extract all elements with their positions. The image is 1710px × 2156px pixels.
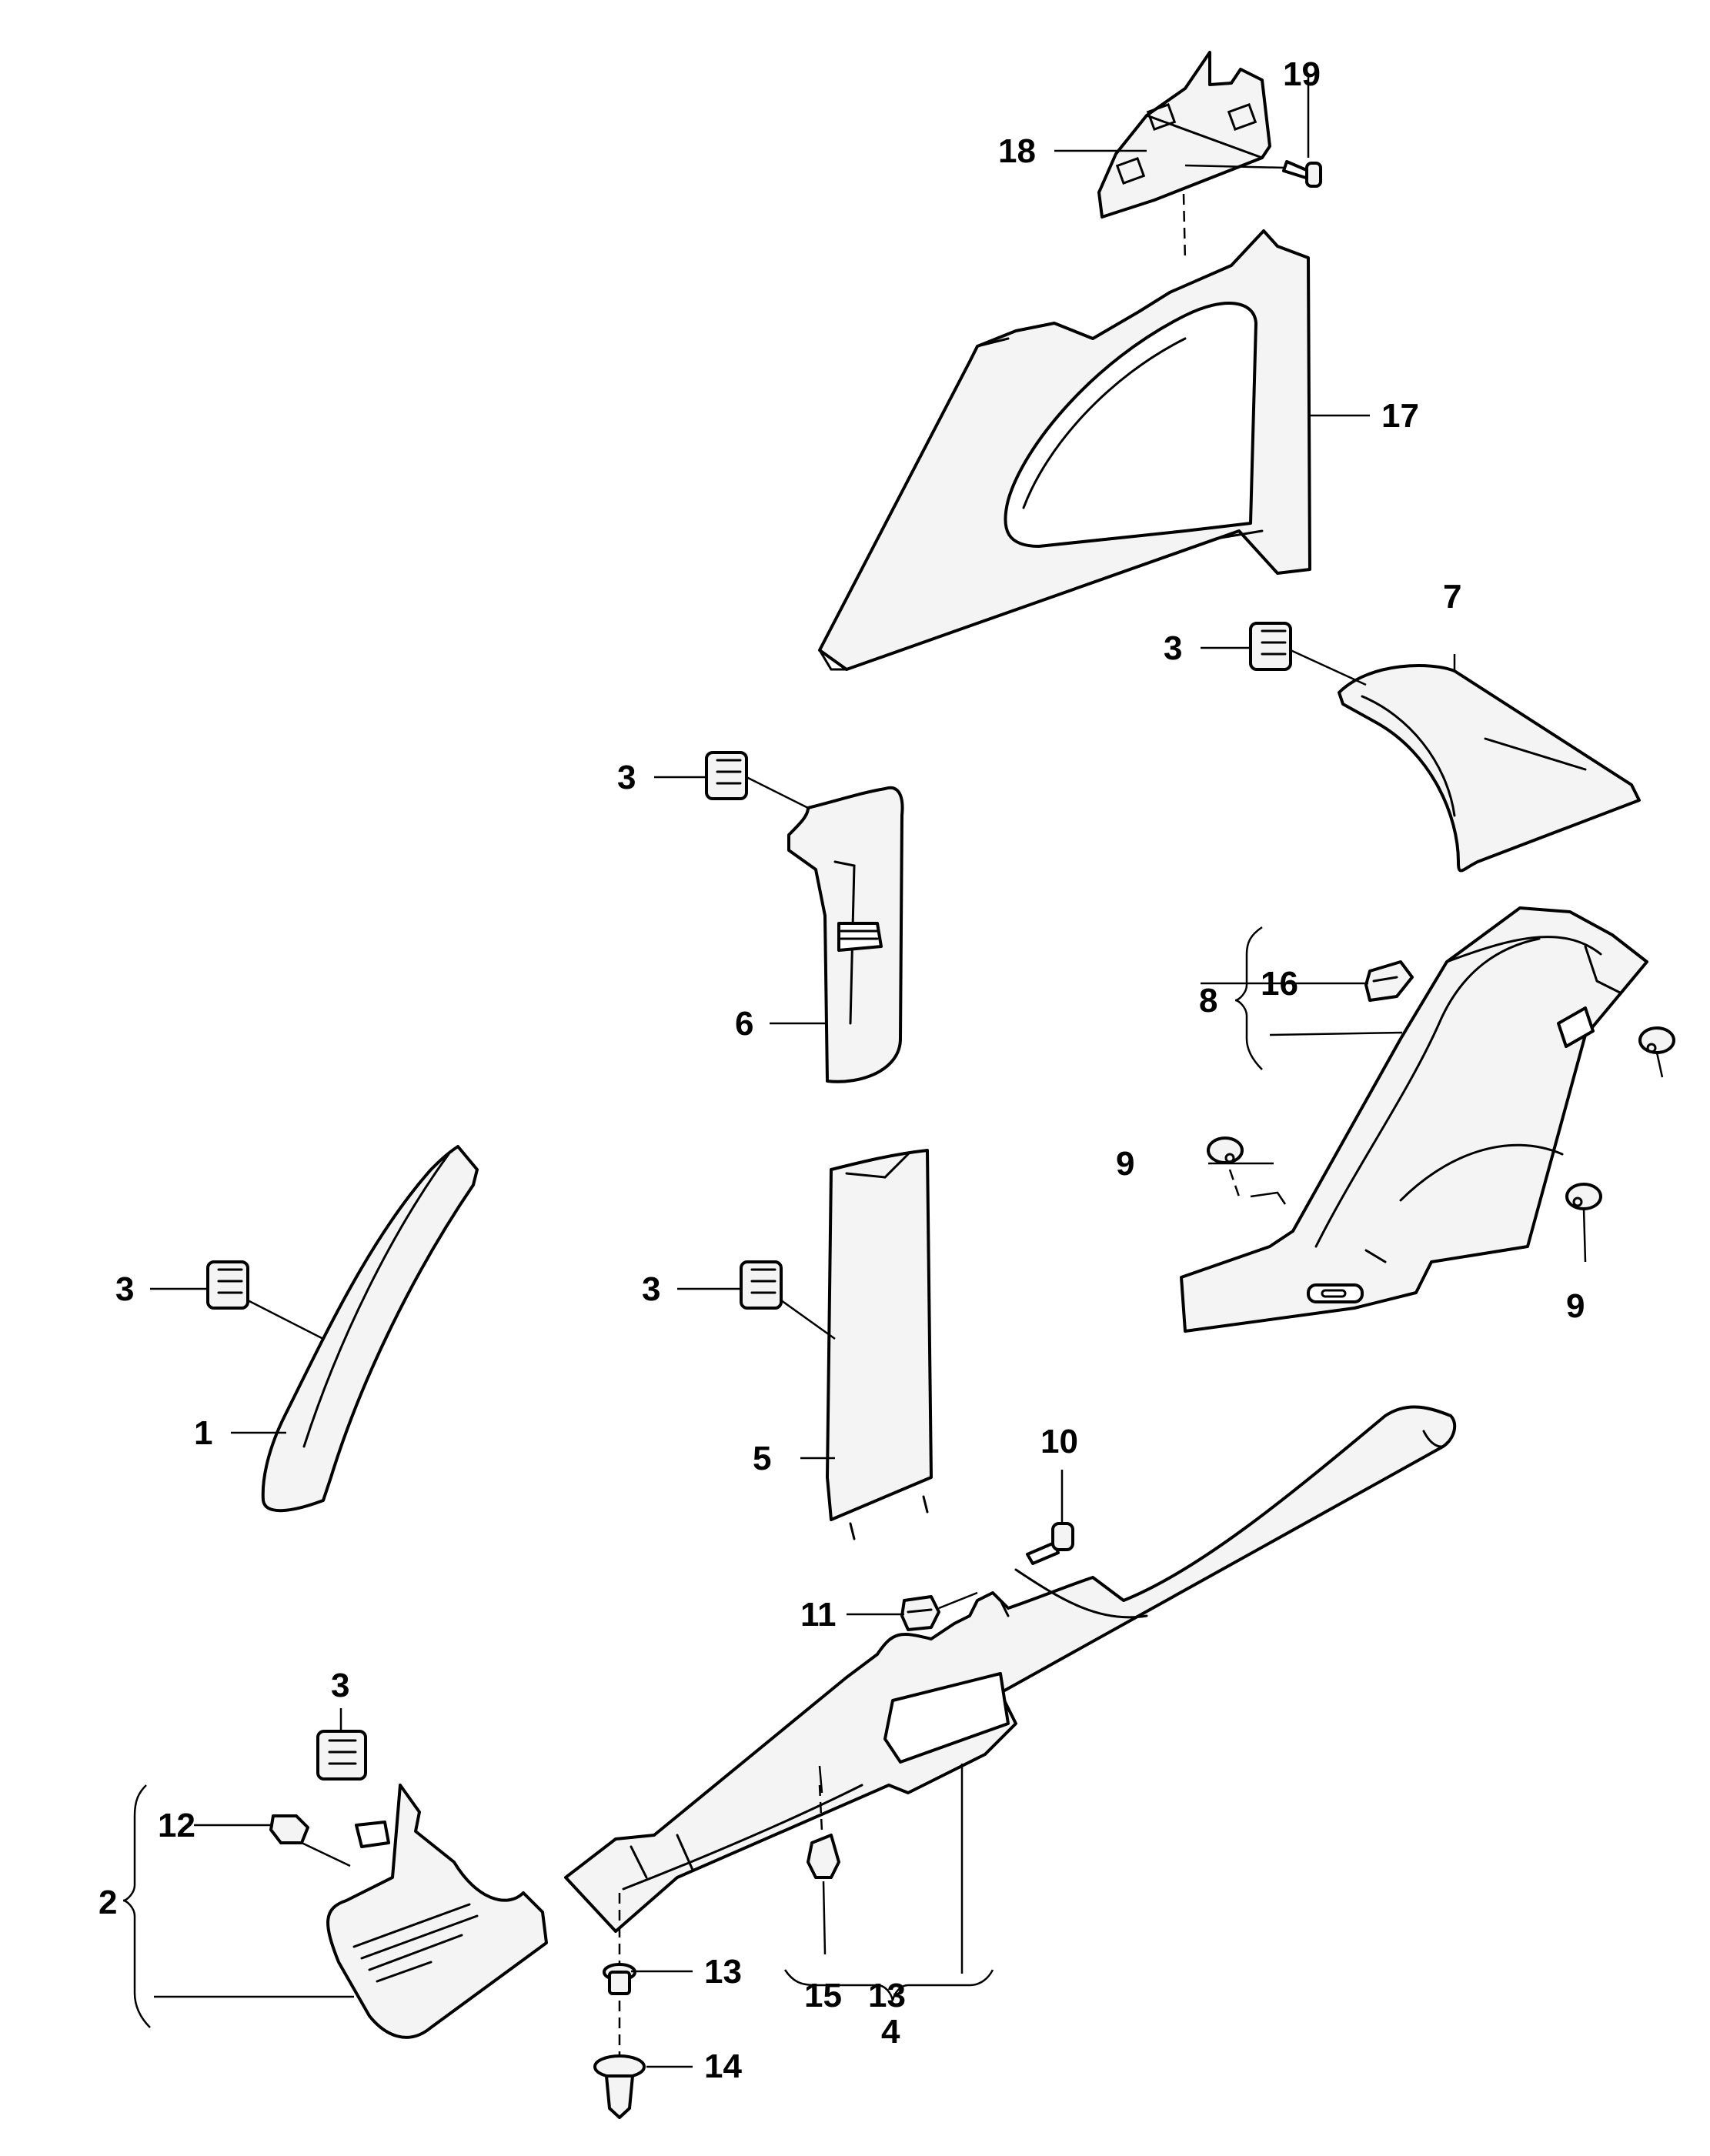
callout-2: 2 [99,1884,117,1921]
part-2-kick-panel [326,1784,548,2039]
part-6-pillar-trim [787,786,904,1083]
callout-3-c: 3 [115,1270,134,1308]
callout-9-a: 9 [1116,1145,1134,1183]
part-12-clip [269,1814,309,1844]
part-3-clip-top-right [1249,622,1292,671]
callout-5: 5 [753,1440,771,1477]
callout-9-b: 9 [1566,1287,1585,1325]
part-15-clip [807,1834,840,1879]
part-10-screw [1026,1522,1074,1565]
part-18-bracket [1097,51,1271,219]
callout-6: 6 [735,1005,753,1043]
part-14-rivet [593,2054,646,2119]
callout-14: 14 [704,2048,742,2085]
callout-15: 15 [804,1977,842,2014]
callout-3-d: 3 [642,1270,660,1308]
callout-1: 1 [194,1414,212,1452]
leader-lines [150,77,1664,2068]
part-1-pillar-trim [261,1145,479,1513]
callout-3-e: 3 [331,1667,349,1704]
part-9-grommet-b [1638,1026,1675,1054]
callout-8: 8 [1199,982,1217,1020]
part-5-pillar-trim [826,1149,933,1540]
callout-13-a: 13 [704,1953,742,1991]
part-19-screw [1282,160,1322,188]
part-9-grommet-a [1207,1136,1244,1164]
callout-12: 12 [158,1807,195,1844]
part-4-sill-trim [564,1405,1457,1933]
callout-18: 18 [998,132,1036,170]
part-17-quarter-trim [818,229,1311,671]
callout-labels: 1 2 3 3 3 3 3 4 5 6 7 8 9 9 10 11 12 13 … [99,55,1585,2085]
callout-19: 19 [1283,55,1321,93]
callout-4: 4 [881,2013,900,2051]
part-7-trim-panel [1338,664,1641,873]
callout-10: 10 [1040,1423,1078,1460]
callout-3-b: 3 [617,759,636,796]
callout-7: 7 [1443,578,1461,616]
part-13-screw [603,1963,636,1995]
part-8-quarter-lower-trim [1180,906,1648,1333]
part-3-clip-kick-panel [316,1730,367,1781]
part-3-clip-b-pillar-lower [740,1260,783,1310]
callout-17: 17 [1381,397,1419,435]
part-9-grommet-c [1565,1183,1602,1210]
part-16-clip [1364,960,1414,1002]
part-3-clip-a-pillar [206,1260,249,1310]
callout-13-b: 13 [868,1977,906,2014]
callout-11: 11 [800,1596,837,1634]
part-11-clip [900,1595,940,1631]
part-3-clip-b-pillar-upper [705,751,748,800]
callout-3-a: 3 [1164,629,1182,667]
callout-16: 16 [1261,965,1298,1003]
